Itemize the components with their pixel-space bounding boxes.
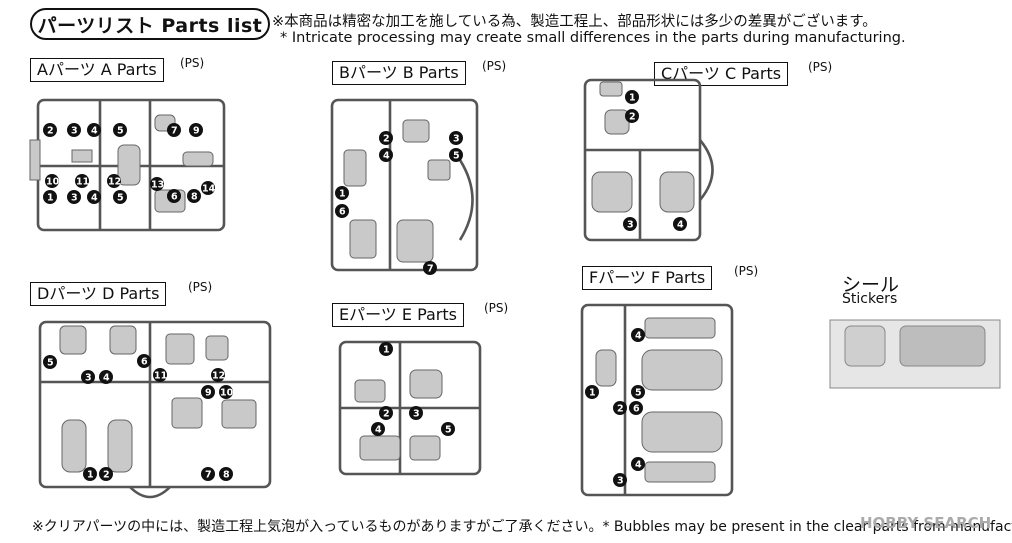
svg-text:1: 1 [47, 193, 54, 204]
section-a-ps: (PS) [180, 56, 205, 70]
svg-text:3: 3 [413, 409, 420, 420]
svg-text:8: 8 [191, 192, 198, 203]
section-c-label: Cパーツ C Parts [654, 62, 789, 86]
svg-text:5: 5 [453, 151, 460, 162]
svg-text:6: 6 [633, 404, 640, 415]
svg-text:9: 9 [205, 388, 212, 399]
svg-text:11: 11 [154, 371, 167, 382]
section-d-ps: (PS) [188, 280, 213, 294]
svg-text:2: 2 [629, 112, 636, 123]
section-f-ps: (PS) [734, 264, 759, 278]
svg-text:2: 2 [383, 409, 390, 420]
watermark: HOBBY SEARCH [860, 514, 992, 532]
svg-text:9: 9 [193, 126, 200, 137]
svg-text:4: 4 [635, 460, 642, 471]
svg-text:11: 11 [76, 177, 89, 188]
svg-text:2: 2 [383, 134, 390, 145]
sprue-a [29, 98, 226, 232]
sprue-e [338, 340, 482, 476]
manufacturing-note-jp: ※本商品は精密な加工を施している為、製造工程上、部品形状には多少の差異がございま… [272, 14, 877, 30]
svg-text:2: 2 [47, 126, 54, 137]
part-numbers: 2 3 4 5 7 9 10 11 12 13 14 1 3 4 5 6 8 2… [43, 90, 687, 487]
section-b-ps: (PS) [482, 59, 507, 73]
svg-text:5: 5 [47, 358, 54, 369]
svg-text:1: 1 [339, 189, 346, 200]
sprue-d [38, 320, 272, 499]
svg-text:3: 3 [71, 126, 78, 137]
section-e-ps: (PS) [484, 301, 509, 315]
section-e-label: Eパーツ E Parts [332, 303, 464, 327]
svg-text:1: 1 [383, 345, 390, 356]
svg-text:13: 13 [151, 180, 164, 191]
svg-text:3: 3 [71, 193, 78, 204]
svg-text:2: 2 [103, 470, 110, 481]
svg-text:4: 4 [375, 425, 382, 436]
stickers-subtitle: Stickers [842, 291, 898, 307]
section-d-label: Dパーツ D Parts [30, 282, 167, 306]
svg-text:5: 5 [635, 388, 642, 399]
sticker-sheet [829, 319, 1001, 389]
svg-text:3: 3 [627, 220, 634, 231]
svg-text:7: 7 [171, 126, 178, 137]
svg-text:6: 6 [339, 207, 346, 218]
svg-text:3: 3 [85, 373, 92, 384]
svg-text:8: 8 [223, 470, 230, 481]
svg-text:3: 3 [617, 476, 624, 487]
svg-text:6: 6 [171, 192, 178, 203]
section-b-label: Bパーツ B Parts [332, 61, 466, 85]
page-title: パーツリスト Parts list [30, 8, 270, 40]
manufacturing-note-en: * Intricate processing may create small … [280, 30, 906, 46]
svg-text:1: 1 [87, 470, 94, 481]
section-c-ps: (PS) [808, 60, 833, 74]
svg-text:1: 1 [629, 93, 636, 104]
svg-text:4: 4 [91, 193, 98, 204]
section-f-label: Fパーツ F Parts [582, 266, 713, 290]
sprue-f [580, 303, 734, 497]
svg-text:7: 7 [427, 264, 434, 275]
section-a-label: Aパーツ A Parts [30, 58, 164, 82]
svg-text:14: 14 [202, 184, 216, 195]
svg-text:10: 10 [220, 388, 234, 399]
svg-text:5: 5 [117, 126, 124, 137]
svg-text:4: 4 [383, 151, 390, 162]
svg-text:4: 4 [677, 220, 684, 231]
svg-text:2: 2 [617, 404, 624, 415]
sprue-c [583, 78, 714, 242]
stickers-title: シール [842, 274, 900, 296]
svg-text:3: 3 [453, 134, 460, 145]
svg-text:7: 7 [205, 470, 212, 481]
svg-text:12: 12 [212, 371, 225, 382]
svg-text:5: 5 [117, 193, 124, 204]
svg-text:4: 4 [103, 373, 110, 384]
svg-text:4: 4 [91, 126, 98, 137]
svg-text:5: 5 [445, 425, 452, 436]
svg-text:10: 10 [46, 177, 60, 188]
svg-text:6: 6 [141, 357, 148, 368]
svg-text:12: 12 [108, 177, 121, 188]
svg-text:1: 1 [589, 388, 596, 399]
svg-text:4: 4 [635, 331, 642, 342]
clear-parts-note: ※クリアパーツの中には、製造工程上気泡が入っているものがありますがご了承ください… [32, 519, 1012, 535]
sprue-b [330, 98, 479, 272]
